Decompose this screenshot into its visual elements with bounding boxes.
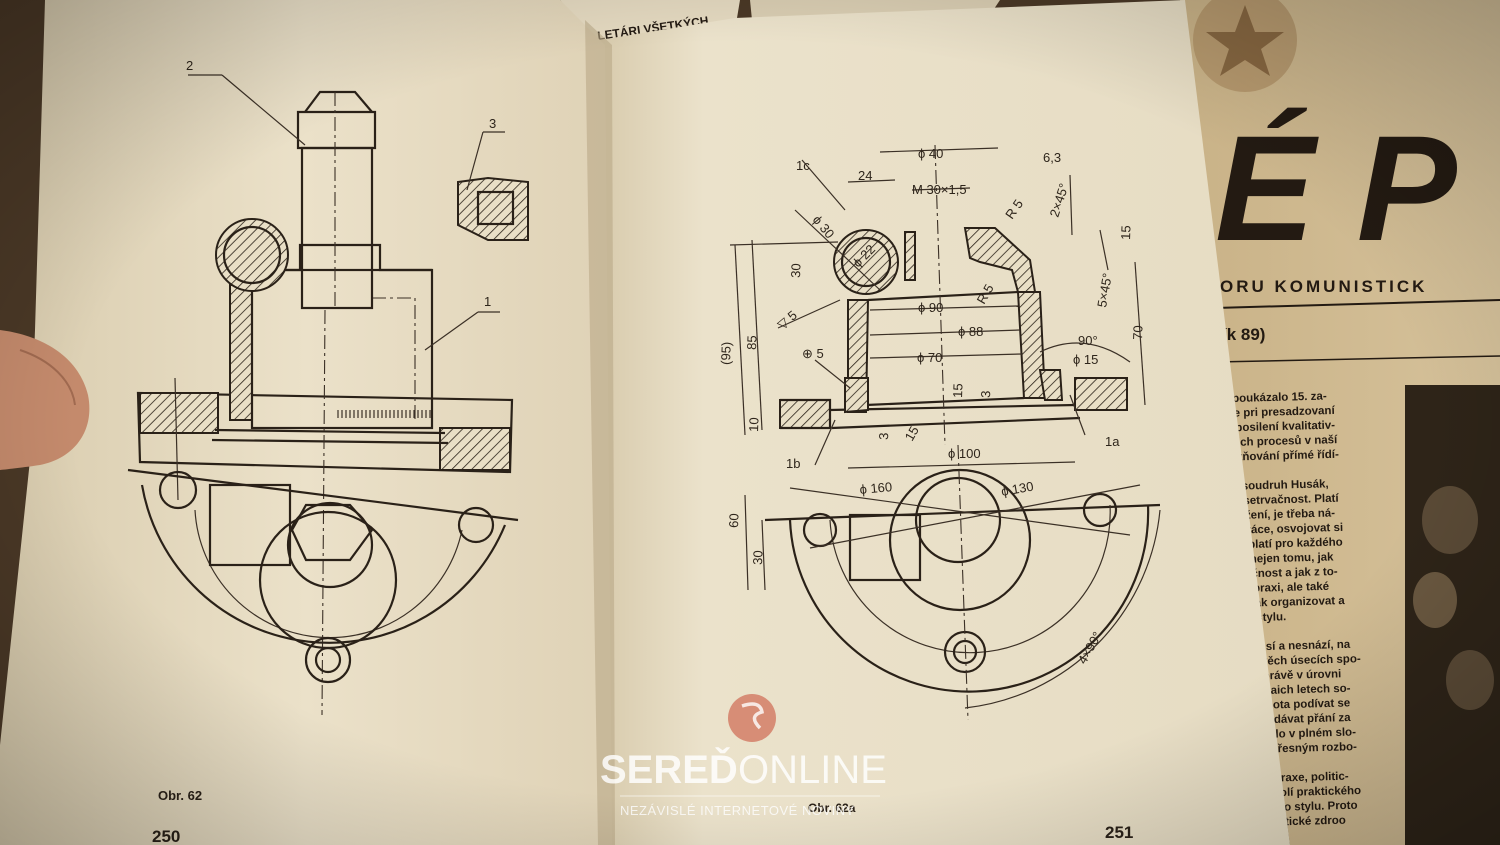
- newspaper-line: právě v úrovni: [1262, 668, 1341, 682]
- brand-bold: SEREĎ: [600, 746, 738, 792]
- newspaper-line: ráce, osvojovat si: [1246, 522, 1343, 537]
- newspaper-year: ík 89): [1222, 325, 1265, 344]
- dimension-label: ϕ 100: [948, 446, 981, 461]
- newspaper-line: žení, je třeba ná-: [1245, 507, 1336, 521]
- drawing-label: 1: [484, 294, 491, 309]
- left-caption: Obr. 62: [158, 788, 202, 803]
- dimension-label: 15: [1118, 225, 1133, 240]
- newspaper-line: rolí praktického: [1275, 785, 1361, 799]
- dimension-label: ϕ 70: [917, 350, 942, 365]
- dimension-label: 1a: [1105, 434, 1120, 449]
- dimension-label: 1c: [796, 158, 810, 173]
- dimension-label: 15: [950, 383, 965, 398]
- brand-logo-icon: [728, 694, 776, 742]
- newspaper-line: praxe, politic-: [1274, 771, 1349, 785]
- newspaper-line: hota podívat se: [1266, 697, 1351, 711]
- newspaper-line: nejen tomu, jak: [1250, 551, 1335, 565]
- dimension-label: 90°: [1078, 333, 1098, 348]
- drawing-label: 3: [489, 116, 496, 131]
- newspaper-line: platí pro každého: [1248, 537, 1343, 551]
- brand-tagline: NEZÁVISLÉ INTERNETOVÉ NOVINY: [620, 803, 855, 818]
- dimension-label: 24: [858, 168, 872, 183]
- brand-light: ONLINE: [738, 748, 887, 792]
- newspaper-line: ak organizovat a: [1254, 595, 1345, 609]
- newspaper-line: vaich letech so-: [1264, 683, 1351, 697]
- dimension-label: 3: [978, 390, 993, 398]
- newspaper-line: přesným rozbo-: [1271, 741, 1358, 755]
- left-page: [0, 0, 612, 845]
- dimension-label: ϕ 40: [918, 146, 943, 161]
- dimension-label: (95): [718, 341, 734, 365]
- newspaper-masthead: É P: [1215, 104, 1458, 272]
- dimension-label: 30: [788, 263, 803, 278]
- newspaper-line: poukázalo 15. za-: [1232, 391, 1327, 405]
- newspaper-subtitle: ORU KOMUNISTICK: [1220, 277, 1427, 296]
- newspaper-line: praxi, ale také: [1253, 581, 1329, 595]
- dimension-label: ϕ 88: [958, 324, 983, 339]
- dimension-label: 1b: [786, 456, 800, 471]
- newspaper-line: ylo v plném slo-: [1269, 727, 1356, 741]
- dimension-label: 60: [726, 513, 741, 528]
- dimension-label: 30: [750, 550, 765, 565]
- newspaper-line: stické zdroo: [1279, 815, 1346, 829]
- dimension-label: 70: [1130, 325, 1145, 340]
- dimension-label: ϕ 160: [859, 479, 893, 497]
- newspaper-line: soudruh Husák,: [1242, 478, 1329, 492]
- right-page-number: 251: [1105, 823, 1133, 842]
- dimension-label: 10: [746, 417, 761, 432]
- newspaper-line: ho stylu. Proto: [1277, 800, 1358, 814]
- dimension-label: M 30×1,5: [912, 182, 967, 197]
- dimension-label: ϕ 15: [1073, 352, 1098, 367]
- newspaper-line: ssí a nesnází, na: [1259, 639, 1351, 653]
- drawing-label: 2: [186, 58, 193, 73]
- dimension-label: 6,3: [1043, 150, 1061, 165]
- newspaper-line: setrvačnost. Platí: [1243, 493, 1339, 508]
- dimension-label: 85: [744, 335, 759, 350]
- newspaper-line: ydávat přání za: [1267, 712, 1351, 726]
- newspaper-line: čnost a jak z to-: [1251, 566, 1338, 580]
- left-page-number: 250: [152, 827, 180, 845]
- dimension-label: ϕ 90: [918, 300, 943, 315]
- dimension-label: ⊕ 5: [802, 346, 824, 361]
- dimension-label: 3: [876, 432, 891, 440]
